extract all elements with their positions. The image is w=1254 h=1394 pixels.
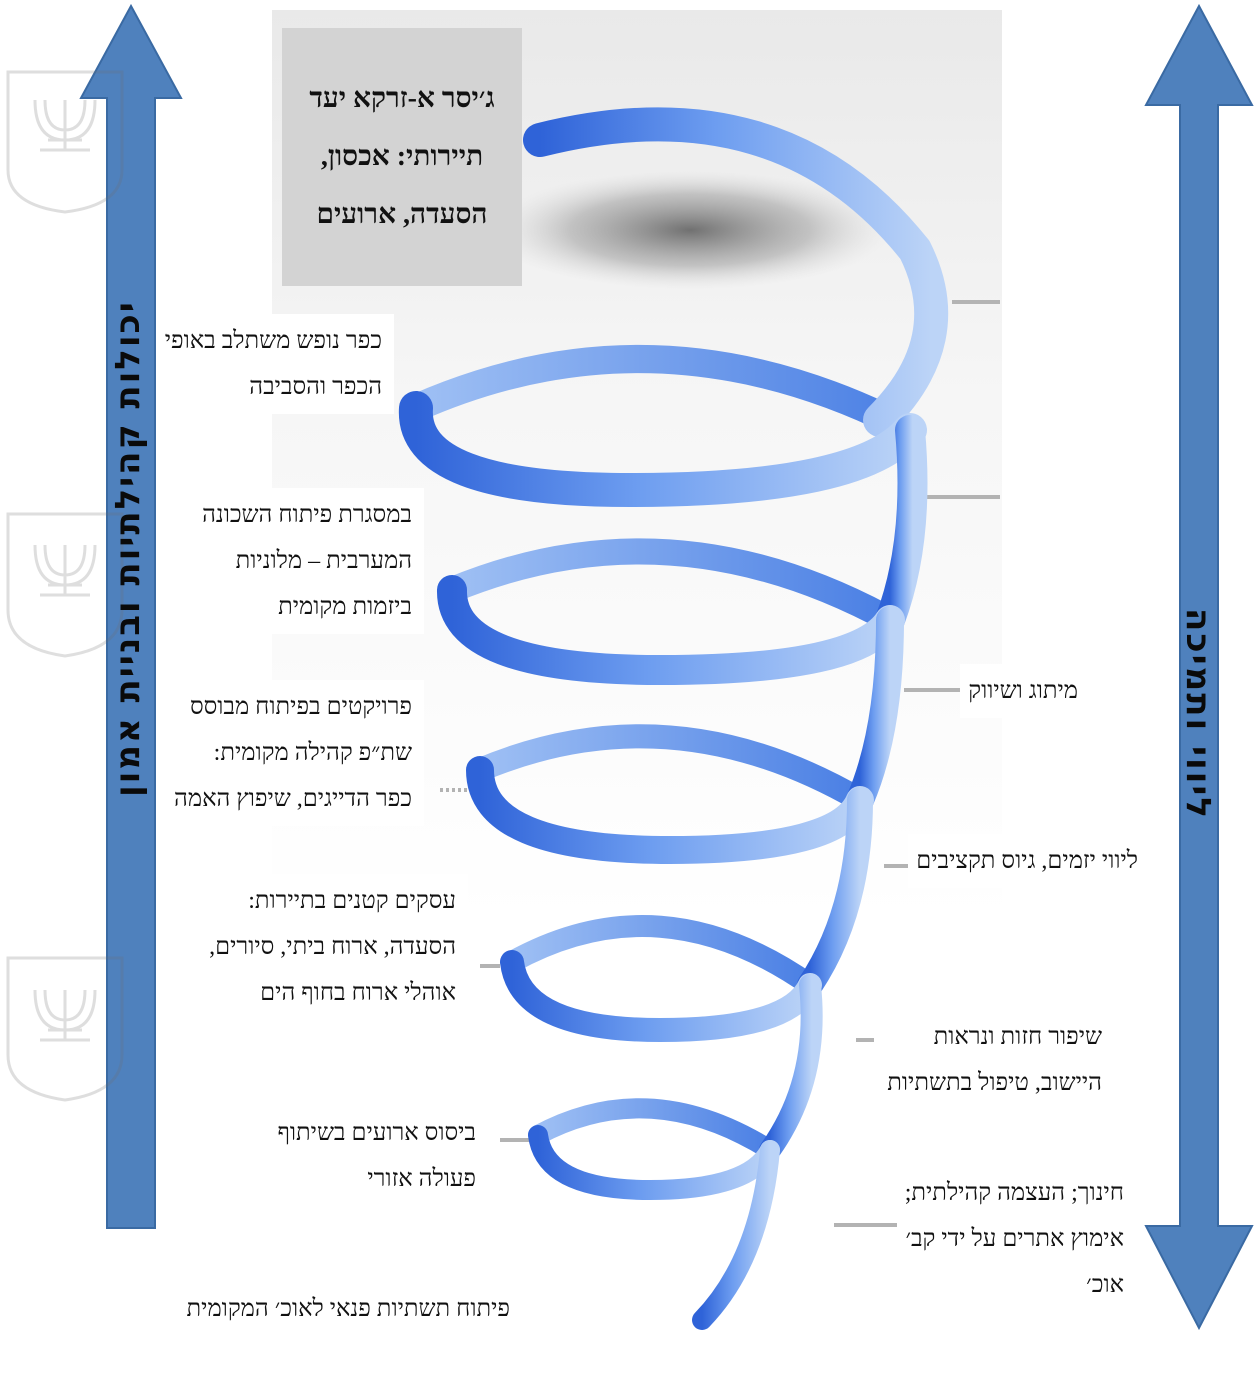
left-arrow — [79, 3, 183, 1229]
right-arrow-label: ליווי ותמיכה — [1178, 608, 1218, 820]
label-education-empowerment: חינוך; העצמה קהילתית; אימוץ אתרים על ידי… — [896, 1166, 1136, 1312]
emblem-watermark-1 — [6, 70, 124, 214]
title-box: ג׳יסר א-זרקא יעד תיירותי: אכסון, הסעדה, … — [282, 28, 522, 286]
label-community-projects: פרויקטים בפיתוח מבוסס שת״פ קהילה מקומית:… — [166, 680, 424, 826]
label-branding-marketing: מיתוג ושיווק — [960, 664, 1090, 718]
label-western-neighborhood: במסגרת פיתוח השכונה המערבית – מלוניות בי… — [194, 488, 424, 634]
diagram-title: ג׳יסר א-זרקא יעד תיירותי: אכסון, הסעדה, … — [309, 83, 495, 230]
spiral-back — [402, 344, 924, 1160]
label-regional-events: ביסוס ארועים בשיתוף פעולה אזורי — [269, 1106, 488, 1206]
emblem-watermark-3 — [6, 956, 124, 1102]
right-arrow — [1144, 3, 1254, 1331]
spiral-front — [398, 107, 949, 1330]
spiral-shadow — [490, 170, 890, 290]
label-entrepreneur-support: ליווי יזמים, גיוס תקציבים — [908, 834, 1150, 888]
label-appearance-infrastructure: שיפור חזות ונראות היישוב, טיפול בתשתיות — [879, 1010, 1114, 1110]
label-holiday-village: כפר נופש משתלב באופי הכפר והסביבה — [156, 314, 394, 414]
emblem-watermark-2 — [6, 512, 124, 658]
label-small-businesses: עסקים קטנים בתיירות: הסעדה, ארוח ביתי, ס… — [201, 874, 468, 1020]
left-arrow-label: יכולות קהילתיות ובניית אמון — [108, 300, 148, 797]
label-leisure-infrastructure: פיתוח תשתיות פנאי לאוכ׳ המקומית — [178, 1282, 522, 1336]
